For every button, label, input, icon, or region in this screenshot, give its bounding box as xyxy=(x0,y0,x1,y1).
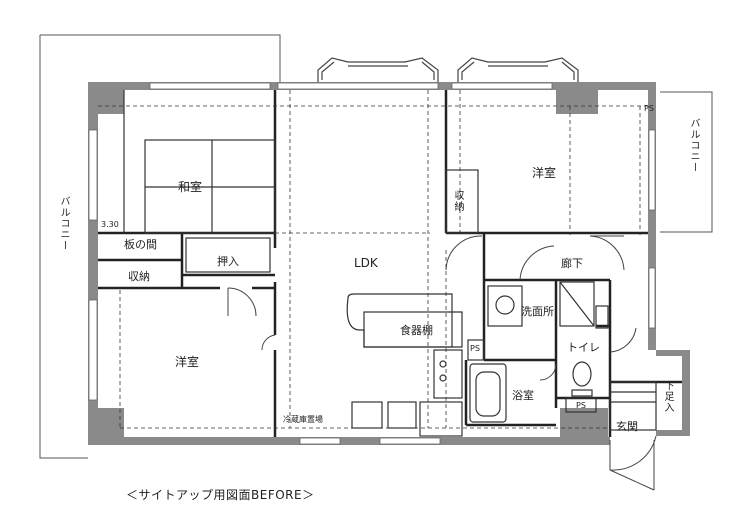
room-label-shuno-right: 収納 xyxy=(452,190,463,212)
balcony-label-right: バルコニー xyxy=(688,118,699,173)
room-label-shokkidana: 食器棚 xyxy=(400,324,433,337)
thin-partitions xyxy=(123,90,657,431)
kitchen-counter xyxy=(346,293,463,437)
room-label-yokushitsu: 浴室 xyxy=(512,389,534,402)
room-label-ldk: LDK xyxy=(354,256,378,270)
plan-caption: ＜サイトアップ用図面BEFORE＞ xyxy=(126,488,315,502)
room-label-geta: 下足入 xyxy=(662,380,673,413)
balcony-label-left: バルコニー xyxy=(58,196,69,251)
bay-window-left xyxy=(317,57,439,82)
room-label-washitsu: 和室 xyxy=(178,180,203,194)
outer-walls xyxy=(88,82,690,445)
room-label-yoshitsu-left: 洋室 xyxy=(175,355,200,369)
bay-window-right xyxy=(457,57,579,82)
dashed-lines xyxy=(98,90,648,429)
room-label-yoshitsu-right: 洋室 xyxy=(532,166,557,180)
room-label-senmenjo: 洗面所 xyxy=(521,305,554,318)
ps-mark-bath: PS xyxy=(576,401,586,410)
room-label-shuno-left: 収納 xyxy=(128,270,150,283)
room-label-oshiire: 押入 xyxy=(217,255,239,268)
room-label-reizoko: 冷蔵庫置場 xyxy=(283,415,323,424)
ps-mark-top-right: PS xyxy=(644,104,654,113)
bath-fixtures xyxy=(469,281,595,423)
right-balcony-outline xyxy=(660,91,713,233)
left-balcony-outline xyxy=(39,34,281,459)
ps-mark-kitchen: PS xyxy=(470,344,480,353)
room-label-genkan: 玄関 xyxy=(616,420,638,433)
dimension-mark: 3.30 xyxy=(101,220,119,229)
windows xyxy=(88,82,656,445)
room-label-rouka: 廊下 xyxy=(561,257,583,270)
door-swings xyxy=(227,235,657,491)
room-label-itanoma: 板の間 xyxy=(124,238,157,251)
room-label-toilet: トイレ xyxy=(567,341,600,354)
